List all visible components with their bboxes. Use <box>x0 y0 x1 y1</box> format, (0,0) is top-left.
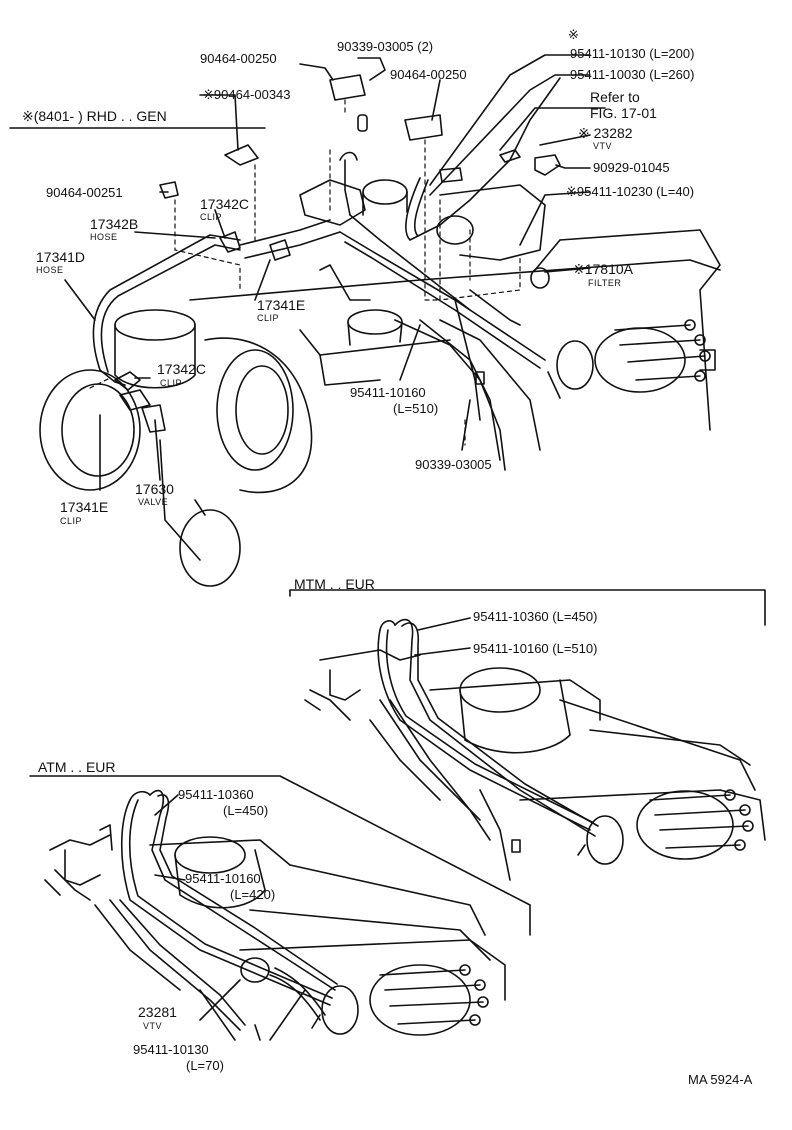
part-17630: 17630 <box>135 481 174 497</box>
part-95411-10130-l200: 95411-10130 (L=200) <box>570 46 695 61</box>
atm-part-95411-10160-length: (L=420) <box>230 887 276 902</box>
mtm-eur-section-title: MTM . . EUR <box>294 576 375 592</box>
part-17810a: ※17810A <box>573 261 633 277</box>
part-17341e-b-desc: CLIP <box>60 516 83 526</box>
part-17630-desc: VALVE <box>138 497 169 507</box>
atm-eur-section-title: ATM . . EUR <box>38 759 116 775</box>
atm-part-95411-10130: 95411-10130 <box>133 1042 209 1057</box>
part-17342c-a-desc: CLIP <box>200 212 223 222</box>
atm-part-23281-desc: VTV <box>143 1021 163 1031</box>
mtm-eur-drawing <box>289 589 766 881</box>
atm-part-95411-10360: 95411-10360 <box>178 787 254 802</box>
part-17341e-b: 17341E <box>60 499 109 515</box>
main-assembly-drawing <box>9 54 721 587</box>
part-17341e-a: 17341E <box>257 297 306 313</box>
refer-to-label: Refer to <box>590 89 640 105</box>
refer-figure: FIG. 17-01 <box>590 105 657 121</box>
part-17342b: 17342B <box>90 216 139 232</box>
atm-part-95411-10130-length: (L=70) <box>186 1058 224 1073</box>
part-90464-00250-a: 90464-00250 <box>200 51 277 66</box>
atm-eur-drawing <box>29 775 531 1041</box>
atm-part-23281: 23281 <box>138 1004 177 1020</box>
part-17810a-desc: FILTER <box>588 278 622 288</box>
part-17341d: 17341D <box>36 249 86 265</box>
part-90929-01045: 90929-01045 <box>593 160 670 175</box>
part-23282: ※ 23282 <box>578 125 633 141</box>
part-17342c-a: 17342C <box>200 196 250 212</box>
part-90464-00250-b: 90464-00250 <box>390 67 467 82</box>
star-mark-10130: ※ <box>568 27 579 42</box>
part-23282-desc: VTV <box>593 141 613 151</box>
part-90339-03005-qty2: 90339-03005 (2) <box>337 39 434 54</box>
mtm-part-95411-10360: 95411-10360 (L=450) <box>473 609 598 624</box>
atm-part-95411-10160: 95411-10160 <box>185 871 261 886</box>
part-95411-10160-top: 95411-10160 <box>350 385 426 400</box>
part-17342c-b: 17342C <box>157 361 207 377</box>
part-17342c-b-desc: CLIP <box>160 378 183 388</box>
part-17342b-desc: HOSE <box>90 232 118 242</box>
mtm-part-95411-10160: 95411-10160 (L=510) <box>473 641 598 656</box>
figure-code: MA 5924-A <box>688 1072 753 1087</box>
atm-part-95411-10360-length: (L=450) <box>223 803 269 818</box>
part-95411-10030-l260: 95411-10030 (L=260) <box>570 67 695 82</box>
part-90339-03005: 90339-03005 <box>415 457 492 472</box>
part-95411-10160-top-length: (L=510) <box>393 401 439 416</box>
part-17341d-desc: HOSE <box>36 265 64 275</box>
part-90464-00343: ※90464-00343 <box>203 87 291 102</box>
part-17341e-a-desc: CLIP <box>257 313 280 323</box>
rhd-gen-serial-note: ※(8401- ) RHD . . GEN <box>22 108 167 124</box>
part-90464-00251: 90464-00251 <box>46 185 123 200</box>
part-95411-10230-l40: ※95411-10230 (L=40) <box>566 184 695 199</box>
